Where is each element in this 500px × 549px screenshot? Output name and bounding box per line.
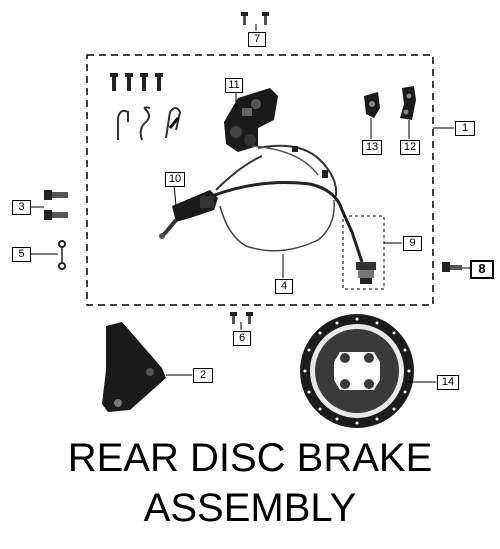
callout-8: 8 [470,260,494,279]
retaining-clips [117,106,182,141]
callout-7: 7 [248,32,266,47]
callout-2: 2 [193,368,213,383]
top-bolts [241,12,269,31]
callout-12: 12 [400,140,420,155]
callout-4: 4 [275,279,293,294]
callout-5: 5 [12,247,31,262]
diagram-title-line-1: REAR DISC BRAKE [67,436,433,480]
assembly-boundary [86,54,434,306]
callout-9: 9 [403,236,422,251]
master-cylinder-shape [159,190,218,239]
callout-10: 10 [165,172,185,187]
brake-caliper-shape [224,88,278,152]
diagram-title-line-2: ASSEMBLY [143,486,357,530]
small-screws [110,73,163,91]
brake-disc-shape [300,314,414,428]
callout-14: 14 [437,375,459,390]
bracket-12-shape [400,86,416,120]
washers [30,240,66,270]
bottom-bolts [230,312,253,330]
callout-3: 3 [12,200,31,215]
brake-hose-shape [211,144,364,263]
mounting-bracket-shape [102,322,166,412]
callout-13: 13 [362,140,382,155]
hose-fitting-shape [356,262,376,284]
single-bolt [442,262,470,272]
fitting-detail-box [342,215,385,290]
callout-6: 6 [233,331,251,346]
clip-13-shape [364,92,380,118]
callout-1: 1 [455,121,475,136]
callout-11: 11 [225,78,243,93]
side-bolts [30,190,68,220]
